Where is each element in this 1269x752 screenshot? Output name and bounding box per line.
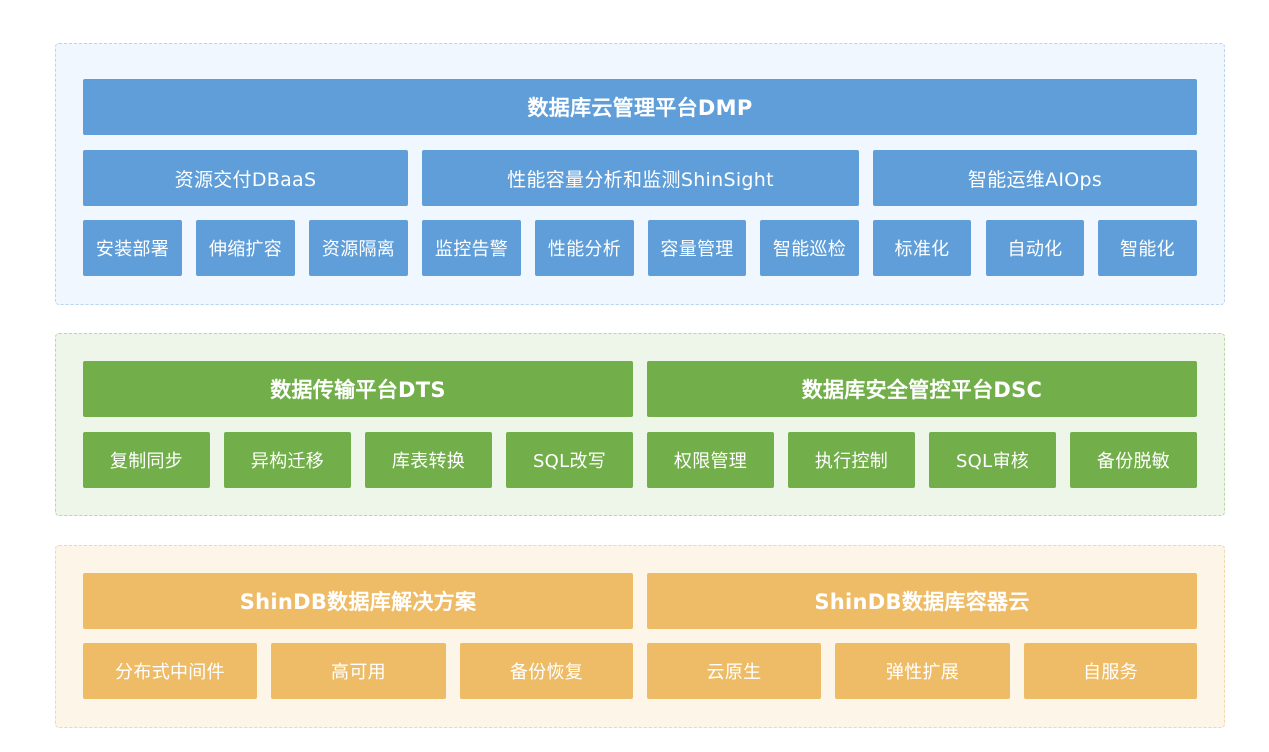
shinsight-item-performance: 性能分析 xyxy=(535,220,634,276)
dsc-item-sql-audit: SQL审核 xyxy=(929,432,1056,488)
shinsight-item-inspection: 智能巡检 xyxy=(760,220,859,276)
dts-item-migration: 异构迁移 xyxy=(224,432,351,488)
solution-item-ha: 高可用 xyxy=(271,643,446,699)
shindb-solution-title: ShinDB数据库解决方案 xyxy=(83,573,633,629)
container-item-elastic: 弹性扩展 xyxy=(835,643,1010,699)
shinsight-item-monitoring: 监控告警 xyxy=(422,220,521,276)
aiops-item-intelligence: 智能化 xyxy=(1098,220,1197,276)
dsc-item-execution: 执行控制 xyxy=(788,432,915,488)
shinsight-group-header: 性能容量分析和监测ShinSight xyxy=(422,150,859,206)
dsc-item-permissions: 权限管理 xyxy=(647,432,774,488)
solution-item-middleware: 分布式中间件 xyxy=(83,643,257,699)
dbaas-item-isolation: 资源隔离 xyxy=(309,220,408,276)
solution-item-backup: 备份恢复 xyxy=(460,643,633,699)
dts-title: 数据传输平台DTS xyxy=(83,361,633,417)
container-item-self-service: 自服务 xyxy=(1024,643,1197,699)
aiops-item-automation: 自动化 xyxy=(986,220,1084,276)
dbaas-group-header: 资源交付DBaaS xyxy=(83,150,408,206)
dts-item-replication: 复制同步 xyxy=(83,432,210,488)
dsc-item-masking: 备份脱敏 xyxy=(1070,432,1197,488)
container-item-cloud-native: 云原生 xyxy=(647,643,821,699)
aiops-group-header: 智能运维AIOps xyxy=(873,150,1197,206)
aiops-item-standardization: 标准化 xyxy=(873,220,971,276)
shinsight-item-capacity: 容量管理 xyxy=(648,220,746,276)
dsc-title: 数据库安全管控平台DSC xyxy=(647,361,1197,417)
shindb-container-title: ShinDB数据库容器云 xyxy=(647,573,1197,629)
dbaas-item-install: 安装部署 xyxy=(83,220,182,276)
dts-item-conversion: 库表转换 xyxy=(365,432,492,488)
dts-item-sql-rewrite: SQL改写 xyxy=(506,432,633,488)
dmp-title: 数据库云管理平台DMP xyxy=(83,79,1197,135)
dbaas-item-scaling: 伸缩扩容 xyxy=(196,220,295,276)
